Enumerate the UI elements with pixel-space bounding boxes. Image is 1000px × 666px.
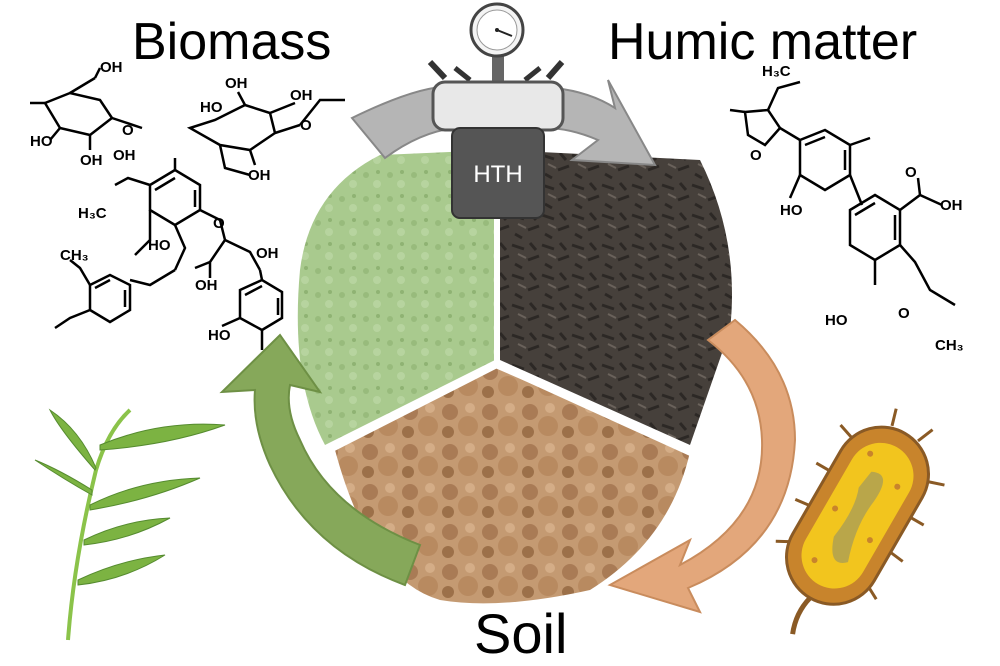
chem-oh-label: OH — [940, 197, 963, 214]
chem-oh-label: OH — [113, 147, 136, 164]
chem-ch3-label: CH₃ — [935, 337, 964, 354]
chem-o-label: O — [750, 147, 762, 164]
chem-oh-label: OH — [195, 277, 218, 294]
chem-oh-label: OH — [100, 59, 123, 76]
chem-ho-label: HO — [780, 202, 803, 219]
chem-o-label: O — [905, 164, 917, 181]
reactor-vessel-icon — [427, 52, 565, 219]
chem-h3c-label: H₃C — [78, 205, 107, 222]
humic-chemical-structure — [729, 80, 956, 307]
chem-ho-label: HO — [30, 133, 53, 150]
chem-ch3-label: CH₃ — [60, 247, 89, 264]
plant-growth-arrow — [219, 333, 422, 587]
chem-ho-label: HO — [200, 99, 223, 116]
pressure-gauge-icon — [469, 2, 525, 58]
soil-sample — [335, 368, 690, 604]
biomass-chemical-structure — [30, 67, 345, 350]
green-biomass-powder — [297, 150, 495, 445]
chem-ho-label: HO — [825, 312, 848, 329]
leaf-branch-icon — [34, 408, 226, 641]
chem-ho-label: HO — [208, 327, 231, 344]
reactor-label: HTH — [473, 161, 522, 188]
humic-matter-sample — [500, 150, 732, 445]
chem-o-label: O — [122, 122, 134, 139]
bacterium-icon — [775, 408, 945, 635]
chem-oh-label: OH — [248, 167, 271, 184]
chem-oh-label: OH — [256, 245, 279, 262]
chem-oh-label: OH — [80, 152, 103, 169]
chem-oh-label: OH — [225, 75, 248, 92]
microbial-arrow — [607, 318, 797, 614]
chem-h3c-label: H₃C — [762, 63, 791, 80]
humic-matter-title: Humic matter — [608, 13, 918, 71]
biomass-title: Biomass — [132, 13, 332, 71]
soil-title: Soil — [474, 602, 568, 665]
chem-ho-label: HO — [148, 237, 171, 254]
chem-o-label: O — [300, 117, 312, 134]
chem-o-label: O — [213, 215, 225, 232]
chem-oh-label: OH — [290, 87, 313, 104]
chem-o-label: O — [898, 305, 910, 322]
